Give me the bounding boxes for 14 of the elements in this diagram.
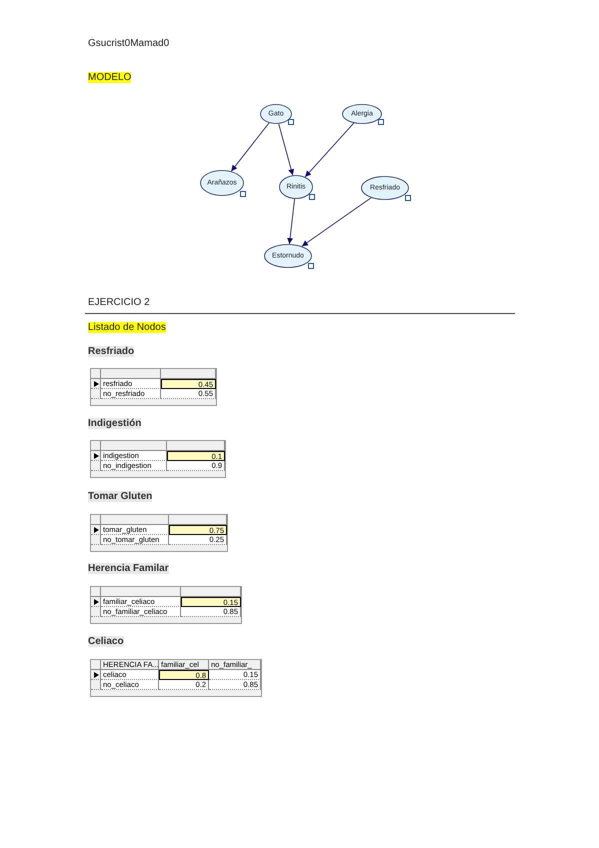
highlighted-heading: MODELO xyxy=(88,72,132,83)
highlighted-heading: Listado de Nodos xyxy=(88,322,166,333)
section-heading: Celiaco xyxy=(88,636,124,647)
arrow xyxy=(304,122,354,178)
arrow xyxy=(287,198,296,244)
section-heading: Indigestión xyxy=(88,418,142,429)
author-name: EJERCICIO 2 xyxy=(88,297,150,308)
author-name: Gsucrist0Mamad0 xyxy=(88,38,170,49)
section-heading: Herencia Familar xyxy=(88,563,169,574)
section-heading: Tomar Gluten xyxy=(88,491,152,502)
arrow xyxy=(230,122,270,172)
section-heading: Resfriado xyxy=(88,346,134,357)
arrow xyxy=(302,197,372,247)
arrow xyxy=(278,123,294,176)
